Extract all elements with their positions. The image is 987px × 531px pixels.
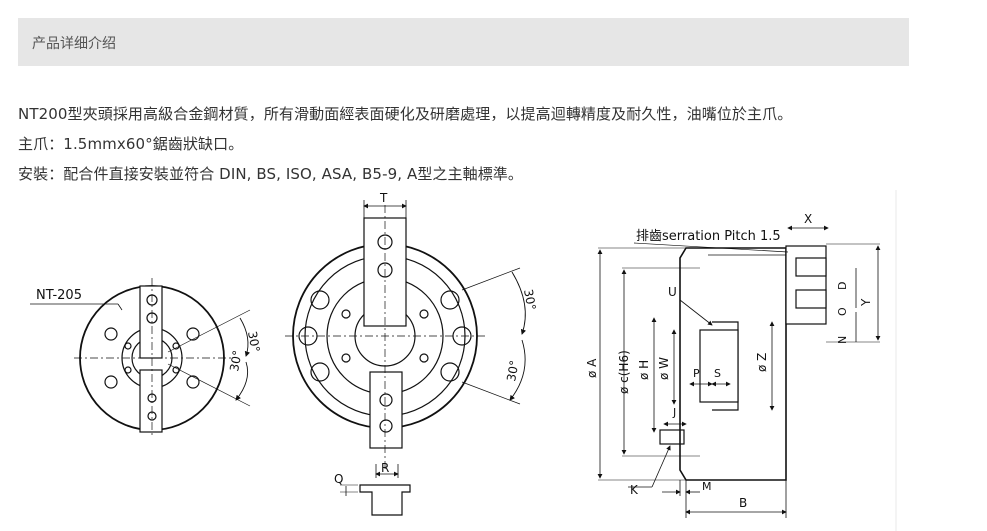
dim-t-label: T — [379, 191, 388, 205]
dim-c-label: ø c(H6) — [617, 350, 631, 394]
dim-b-label: B — [739, 496, 747, 510]
angle-label-right-upper: 30° — [521, 288, 538, 311]
dim-k-label: K — [630, 483, 639, 497]
model-label: NT-205 — [36, 288, 82, 303]
description-line-mounting: 安裝：配合件直接安裝並符合 DIN, BS, ISO, ASA, B5-9, A… — [18, 165, 524, 183]
description-line-material: NT200型夾頭採用高級合金鋼材質，所有滑動面經表面硬化及研磨處理，以提高迴轉精… — [18, 105, 793, 123]
dim-s-label: S — [714, 367, 721, 380]
dim-q-label: Q — [334, 472, 343, 486]
angle-label-lower: 30° — [227, 349, 244, 372]
dim-x-label: X — [804, 212, 812, 226]
dim-j-label: J — [672, 406, 676, 419]
dim-u-label: U — [668, 285, 677, 299]
dim-p-label: P — [693, 367, 700, 380]
dim-r-label: R — [381, 461, 389, 475]
angle-label-right-lower: 30° — [504, 359, 521, 382]
dim-a-label: ø A — [585, 358, 599, 378]
description-line-jaw: 主爪：1.5mmx60°鋸齒狀缺口。 — [18, 135, 244, 153]
dim-y-label: Y — [859, 298, 873, 307]
serration-label: 排齒serration Pitch 1.5 — [636, 229, 781, 244]
dim-d-label: D — [836, 282, 849, 290]
technical-drawing: NT-205 30° 30° T R Q 30° 3 — [30, 190, 897, 531]
section-title: 产品详细介绍 — [32, 36, 116, 52]
section-header: 产品详细介绍 — [18, 18, 909, 66]
dim-m-label: M — [702, 480, 712, 493]
dim-o-label: O — [836, 307, 849, 316]
small-chuck-front-view — [30, 278, 251, 438]
angle-label-upper: 30° — [245, 330, 262, 353]
dim-w-label: ø W — [657, 357, 671, 380]
dim-n-label: N — [836, 336, 849, 344]
dim-z-label: ø Z — [755, 353, 769, 372]
large-chuck-front-view — [285, 200, 527, 516]
dim-h-label: ø H — [637, 360, 651, 380]
chuck-side-section-view — [597, 225, 881, 518]
